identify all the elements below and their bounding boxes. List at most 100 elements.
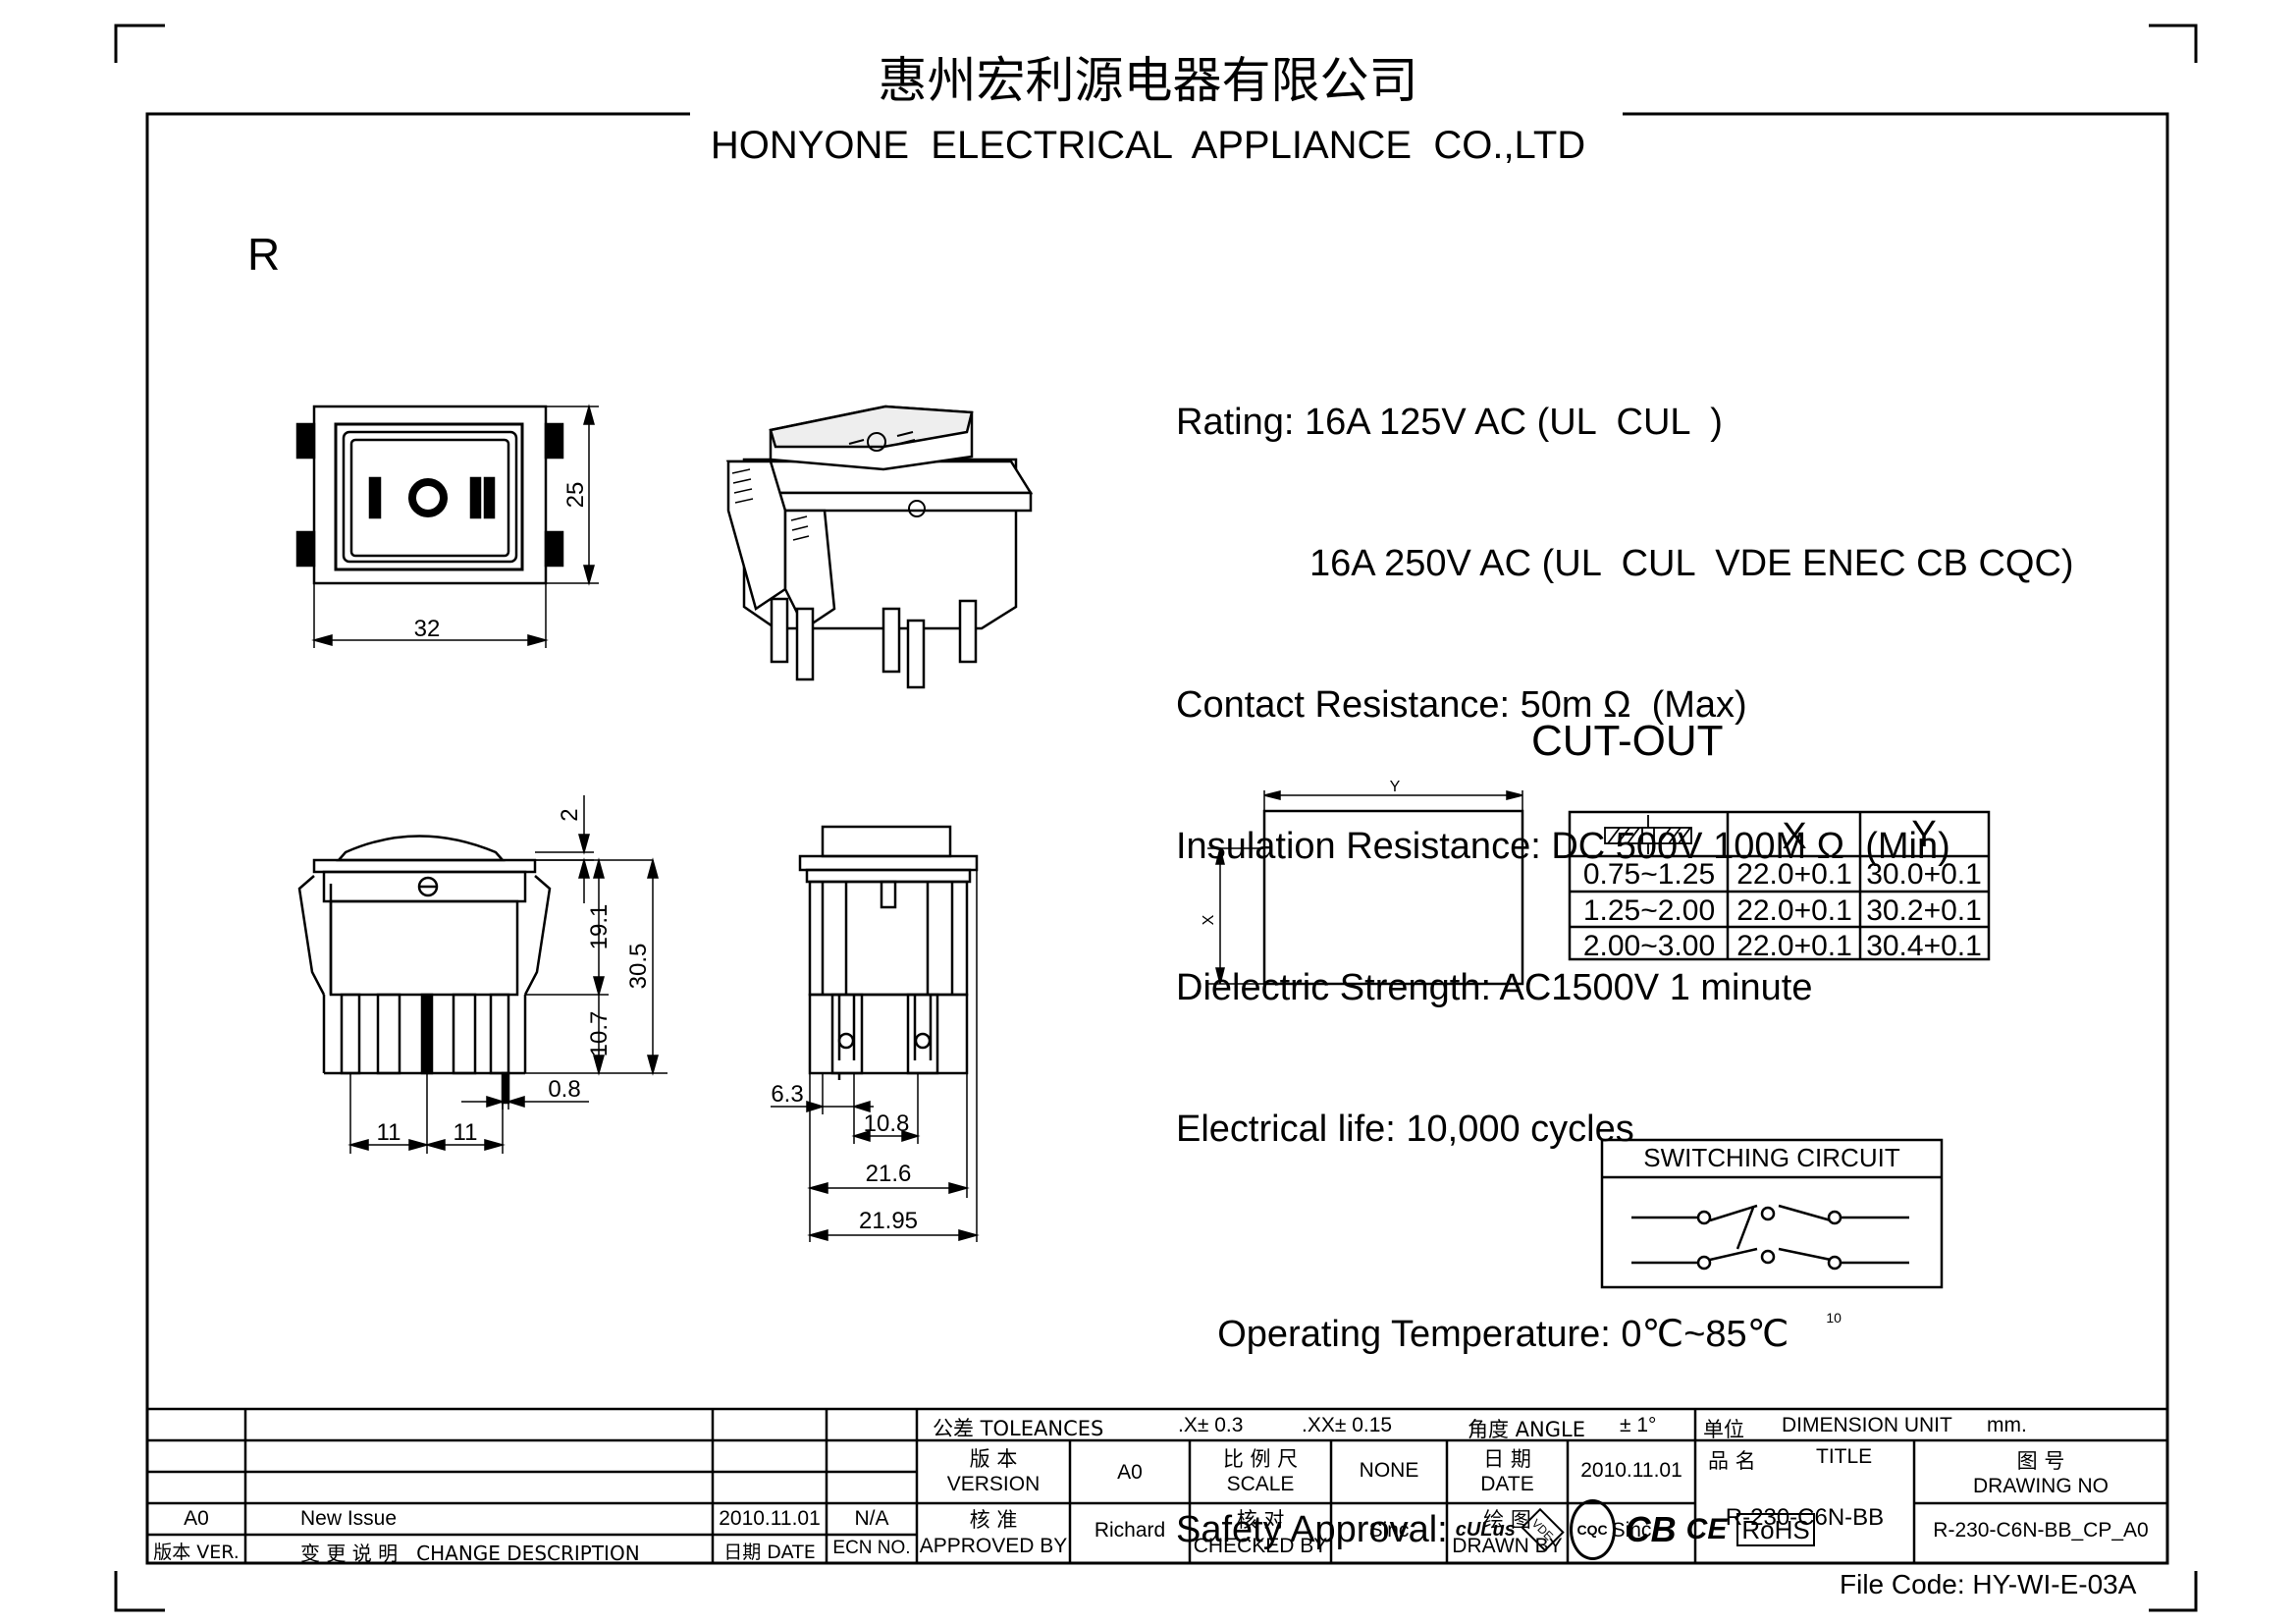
cutout-row-3-x: 22.0+0.1 bbox=[1736, 930, 1852, 962]
revision-version: A0 bbox=[184, 1507, 209, 1530]
specs-block: Rating: 16A 125V AC (UL CUL ) 16A 250V A… bbox=[1176, 304, 2074, 1607]
dim-end-6-3: 6.3 bbox=[771, 1081, 803, 1108]
spec-safety-approval-row: Safety Approval: cULus VDE CQC CB CE RoH… bbox=[1176, 1499, 2074, 1560]
scale-value: NONE bbox=[1359, 1459, 1419, 1482]
spec-operating-temperature-row: Operating Temperature: 0℃~85℃ 10 bbox=[1176, 1247, 2074, 1405]
ce-certification-icon: CE bbox=[1685, 1513, 1728, 1545]
corner-mark-br bbox=[2149, 1571, 2198, 1612]
scale-en: SCALE bbox=[1226, 1473, 1295, 1495]
spec-safety-approval: Safety Approval: bbox=[1176, 1509, 1448, 1550]
approved-cn: 核 准 bbox=[969, 1508, 1018, 1532]
title-value: R-230-C6N-BB bbox=[1725, 1504, 1885, 1531]
tolerance-x: .X± 0.3 bbox=[1178, 1414, 1244, 1436]
dimension-unit-label: DIMENSION UNIT bbox=[1782, 1414, 1952, 1436]
spec-contact-resistance: Contact Resistance: 50m Ω (Max) bbox=[1176, 684, 1747, 726]
date-cn: 日 期 bbox=[1483, 1447, 1531, 1471]
version-cn: 版 本 bbox=[969, 1447, 1018, 1471]
dim-end-10-8: 10.8 bbox=[864, 1110, 910, 1137]
dim-side-19-1: 19.1 bbox=[586, 904, 613, 950]
title-block bbox=[147, 1407, 2167, 1563]
checked-value: Sinc bbox=[1368, 1519, 1410, 1542]
approval-marks: cULus VDE CQC CB CE RoHS bbox=[1456, 1499, 1815, 1560]
corner-mark-bl bbox=[114, 1571, 165, 1612]
corner-mark-tl bbox=[114, 24, 165, 63]
cutout-diagram bbox=[1207, 790, 1524, 986]
spec-dielectric-strength: Dielectric Strength: AC1500V 1 minute bbox=[1176, 967, 1813, 1008]
series-letter: R bbox=[247, 229, 281, 280]
cutout-label-x: X bbox=[1201, 914, 1217, 925]
cutout-row-2-y: 30.2+0.1 bbox=[1866, 894, 1982, 927]
cutout-row-1-x: 22.0+0.1 bbox=[1736, 858, 1852, 891]
company-name-cn: 惠州宏利源电器有限公司 bbox=[878, 52, 1418, 109]
rohs-certification-icon: RoHS bbox=[1736, 1513, 1815, 1546]
spec-rating-1: Rating: 16A 125V AC (UL CUL ) bbox=[1176, 402, 1723, 443]
cutout-row-1-panel: 0.75~1.25 bbox=[1583, 858, 1715, 891]
cutout-row-3-y: 30.4+0.1 bbox=[1866, 930, 1982, 962]
column-ecn: ECN NO. bbox=[832, 1538, 911, 1558]
spec-operating-temperature: Operating Temperature: 0℃~85℃ bbox=[1217, 1314, 1789, 1355]
version-value: A0 bbox=[1117, 1461, 1143, 1484]
unit-label: 单位 bbox=[1703, 1418, 1744, 1441]
cutout-col-y: Y bbox=[1911, 814, 1936, 855]
switching-circuit-title: SWITCHING CIRCUIT bbox=[1643, 1143, 1900, 1172]
cutout-label-y: Y bbox=[1390, 779, 1401, 795]
scale-cn: 比 例 尺 bbox=[1222, 1447, 1299, 1471]
drawing-no-cn: 图 号 bbox=[2016, 1449, 2065, 1473]
ul-certification-icon: cULus bbox=[1455, 1519, 1516, 1541]
dim-side-2: 2 bbox=[557, 808, 583, 821]
dim-side-10-7: 10.7 bbox=[586, 1011, 613, 1057]
spec-rating-2: 16A 250V AC (UL CUL VDE ENEC CB CQC) bbox=[1309, 543, 2074, 584]
sheet-border bbox=[145, 112, 2169, 1565]
cutout-row-3-panel: 2.00~3.00 bbox=[1583, 930, 1715, 962]
cutout-row-2-panel: 1.25~2.00 bbox=[1583, 894, 1715, 927]
isometric-view-drawing bbox=[725, 405, 1034, 689]
spec-insulation-resistance: Insulation Resistance: DC 500V 100M Ω (M… bbox=[1176, 826, 1950, 867]
revision-description: New Issue bbox=[300, 1507, 398, 1530]
dim-top-height: 25 bbox=[562, 482, 589, 509]
drawn-en: DRAWN BY bbox=[1452, 1535, 1563, 1557]
column-date: 日期 DATE bbox=[723, 1542, 816, 1563]
dim-end-21-95: 21.95 bbox=[859, 1208, 918, 1234]
cutout-row-1-y: 30.0+0.1 bbox=[1866, 858, 1982, 891]
tolerance-xx: .XX± 0.15 bbox=[1302, 1414, 1393, 1436]
side-view-drawing bbox=[297, 795, 667, 1154]
dim-side-30-5: 30.5 bbox=[625, 944, 652, 990]
revision-date: 2010.11.01 bbox=[719, 1507, 821, 1530]
approved-en: APPROVED BY bbox=[919, 1535, 1068, 1557]
drawn-cn: 绘 图 bbox=[1483, 1508, 1531, 1532]
date-value: 2010.11.01 bbox=[1580, 1459, 1682, 1482]
cutout-table bbox=[1568, 810, 1991, 961]
unit-value: mm. bbox=[1987, 1414, 2027, 1436]
dim-end-21-6: 21.6 bbox=[866, 1161, 912, 1187]
title-label: TITLE bbox=[1816, 1445, 1873, 1468]
column-version: 版本 VER. bbox=[153, 1542, 240, 1563]
file-code: File Code: HY-WI-E-03A bbox=[1840, 1569, 2137, 1599]
dim-side-11b: 11 bbox=[454, 1119, 478, 1146]
spec-temp-superscript: 10 bbox=[1826, 1310, 1842, 1326]
spec-electrical-life: Electrical life: 10,000 cycles bbox=[1176, 1109, 1634, 1150]
angle-value: ± 1° bbox=[1620, 1414, 1657, 1436]
drawing-no-value: R-230-C6N-BB_CP_A0 bbox=[1933, 1519, 2149, 1542]
date-en: DATE bbox=[1480, 1473, 1534, 1495]
company-name-en: HONYONE ELECTRICAL APPLIANCE CO.,LTD bbox=[710, 124, 1586, 167]
switching-circuit-diagram bbox=[1600, 1138, 1944, 1289]
revision-ecn: N/A bbox=[854, 1507, 889, 1530]
checked-cn: 核 对 bbox=[1236, 1508, 1285, 1532]
dim-side-11a: 11 bbox=[377, 1119, 401, 1146]
cqc-certification-icon: CQC bbox=[1569, 1499, 1616, 1560]
name-cn: 品 名 bbox=[1708, 1449, 1756, 1473]
dim-side-0-8: 0.8 bbox=[548, 1076, 580, 1103]
angle-label: 角度 ANGLE bbox=[1468, 1418, 1585, 1441]
panel-thickness-icon bbox=[1604, 815, 1692, 854]
drawing-no-en: DRAWING NO bbox=[1972, 1475, 2109, 1497]
cutout-col-x: X bbox=[1782, 816, 1806, 857]
top-view-drawing bbox=[295, 404, 599, 648]
dim-top-width: 32 bbox=[414, 616, 441, 642]
end-view-drawing bbox=[771, 825, 980, 1242]
corner-mark-tr bbox=[2149, 24, 2198, 63]
cutout-row-2-x: 22.0+0.1 bbox=[1736, 894, 1852, 927]
checked-en: CHECKED BY bbox=[1193, 1535, 1328, 1557]
column-change-description: 变 更 说 明 CHANGE DESCRIPTION bbox=[300, 1542, 640, 1565]
cb-certification-icon: CB bbox=[1625, 1509, 1677, 1549]
